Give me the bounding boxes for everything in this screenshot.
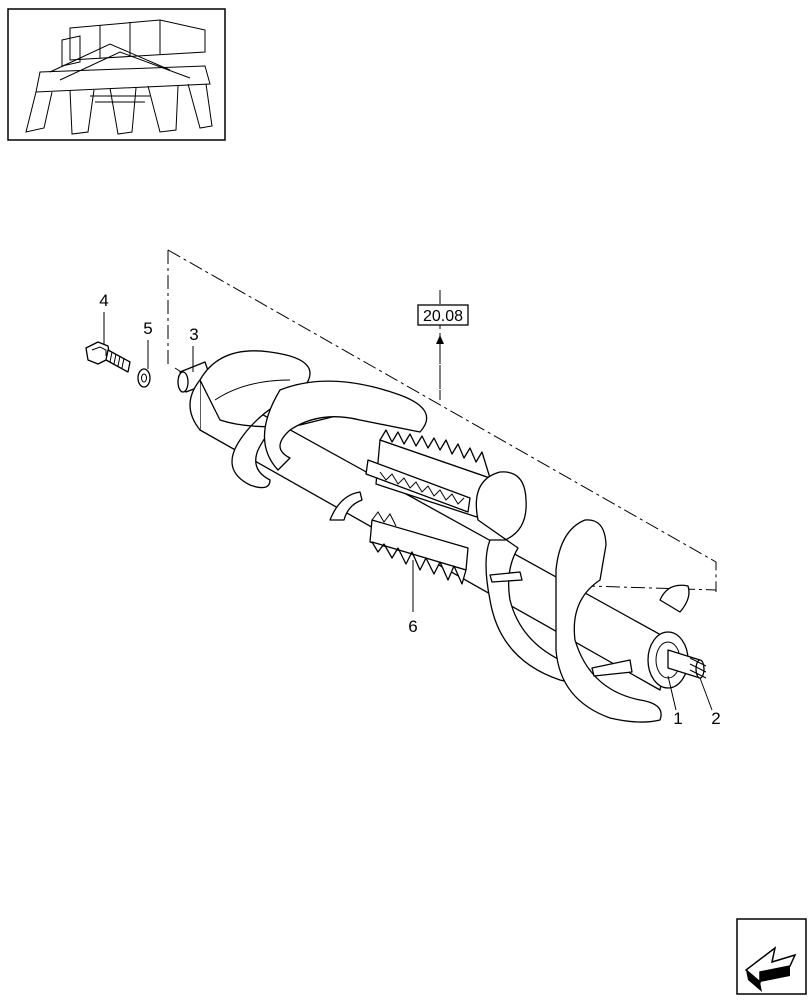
bolt-icon <box>85 341 131 373</box>
knife-lower <box>369 511 469 585</box>
callout-1[interactable]: 1 <box>673 709 682 728</box>
callout-4[interactable]: 4 <box>99 291 108 310</box>
reference-box[interactable]: 20.08 <box>417 304 469 326</box>
next-page-arrow-icon[interactable] <box>736 918 807 995</box>
reference-box-label: 20.08 <box>423 308 463 325</box>
callout-6[interactable]: 6 <box>408 617 417 636</box>
callout-5[interactable]: 5 <box>143 319 152 338</box>
reference-arrow-icon <box>436 335 444 344</box>
reference-frame <box>167 249 717 592</box>
callout-2[interactable]: 2 <box>711 709 720 728</box>
knife-upper <box>365 429 491 521</box>
washer-icon <box>137 368 151 388</box>
machine-thumbnail-icon <box>7 8 226 141</box>
auger-assembly <box>177 346 713 723</box>
callout-3[interactable]: 3 <box>189 325 198 344</box>
